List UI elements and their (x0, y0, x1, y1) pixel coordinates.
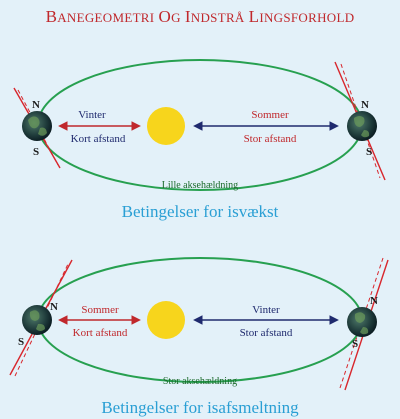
orbit-ellipse (37, 59, 363, 191)
earth-left (13, 87, 61, 169)
pole-south-left: S (18, 336, 24, 348)
diagram-title: BANEGEOMETRI OG INDSTRÅ LINGSFORHOLD (45, 7, 355, 26)
panel-caption: Betingelser for isvækst (122, 202, 279, 221)
axis-tilt-label: Stor aksehældning (163, 376, 237, 387)
right-season-label: Sommer (251, 109, 289, 121)
pole-south-right: S (352, 338, 358, 350)
sun (147, 107, 185, 145)
earth-right (334, 61, 386, 181)
left-season-label: Vinter (78, 109, 106, 121)
right-season-label: Vinter (252, 304, 280, 316)
axis-tilt-label: Lille aksehældning (162, 180, 238, 191)
sun (147, 301, 185, 339)
pole-north-left: N (50, 301, 58, 313)
right-distance-label: Stor afstand (240, 327, 293, 339)
pole-north-right: N (361, 99, 369, 111)
panel-isvaekst: N S N S Vinter Kort afstand Sommer Stor … (13, 59, 386, 221)
panel-isafsmeltning: N S N S Sommer Kort afstand Vinter Stor … (9, 257, 389, 417)
pole-north-left: N (32, 99, 40, 111)
pole-south-right: S (366, 146, 372, 158)
left-season-label: Sommer (81, 304, 119, 316)
earth-right (339, 257, 389, 391)
left-distance-label: Kort afstand (71, 133, 126, 145)
orbit-normal (339, 257, 384, 389)
pole-north-right: N (370, 295, 378, 307)
orbit-normal (340, 63, 381, 179)
earth-left (9, 259, 73, 377)
panel-caption: Betingelser for isafsmeltning (101, 398, 299, 417)
pole-south-left: S (33, 146, 39, 158)
right-distance-label: Stor afstand (244, 133, 297, 145)
left-distance-label: Kort afstand (73, 327, 128, 339)
